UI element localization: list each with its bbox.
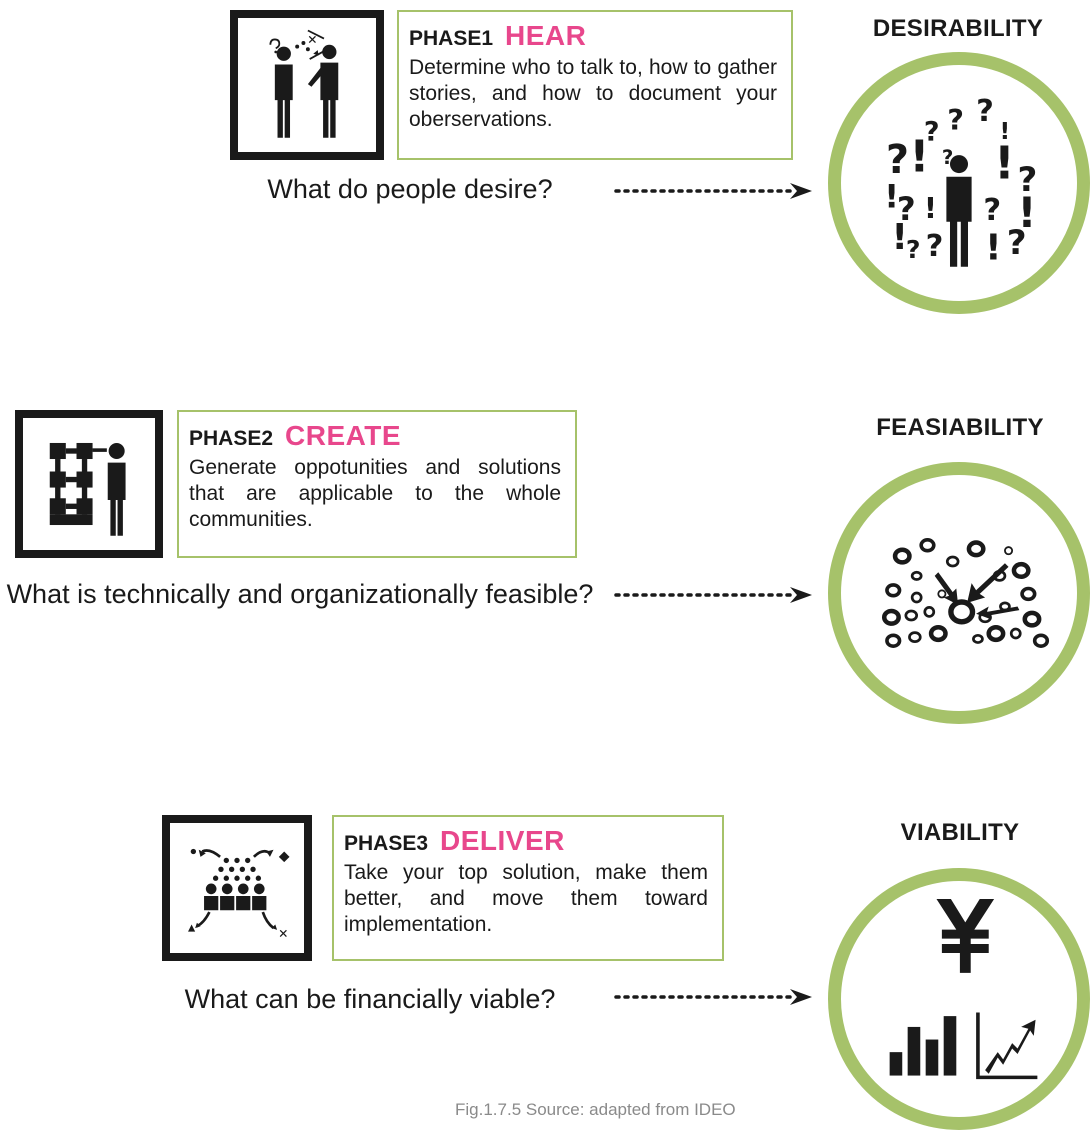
phase2-question: What is technically and organizationally… — [6, 579, 594, 609]
phase2-name: CREATE — [285, 420, 402, 451]
svg-text:!: ! — [884, 177, 899, 215]
svg-text:!: ! — [1018, 189, 1037, 237]
phase3-circle — [828, 868, 1090, 1130]
svg-text:!: ! — [924, 191, 937, 225]
phase2-description: Generate oppotunities and solutions that… — [189, 456, 561, 531]
svg-text:!: ! — [891, 217, 907, 258]
phase1-circle: ? ! ? ? ? ! ? ! ? ! ? ! ? ! ! ? ? ! ? — [828, 52, 1090, 314]
svg-text:?: ? — [947, 103, 964, 137]
phase3-description: Take your top solution, make them better… — [344, 861, 708, 936]
phase1-question: What do people desire? — [267, 174, 553, 204]
phase1-description-box: PHASE1 HEAR Determine who to talk to, how… — [397, 10, 793, 160]
phase2-circle — [828, 462, 1090, 724]
phase1-name: HEAR — [505, 20, 587, 51]
phase3-dotted-arrow — [614, 989, 812, 1005]
phase1-dotted-arrow — [614, 183, 812, 199]
svg-text:!: ! — [909, 132, 929, 182]
phase3-description-box: PHASE3 DELIVER Take your top solution, ma… — [332, 815, 724, 961]
person-with-questions-icon: ? ! ? ? ? ! ? ! ? ! ? ! ? ! ! ? ? ! ? — [884, 94, 1038, 269]
two-people-talking-icon — [269, 29, 339, 138]
person-with-framework-icon — [49, 442, 126, 536]
svg-text:?: ? — [942, 146, 953, 169]
phase2-description-box: PHASE2 CREATE Generate oppotunities and s… — [177, 410, 577, 558]
svg-text:?: ? — [886, 137, 909, 183]
phase1-criterion: DESIRABILITY — [872, 15, 1044, 42]
phase2-icon-box — [15, 410, 163, 558]
svg-text:?: ? — [926, 229, 944, 264]
phase3-criterion: VIABILITY — [900, 819, 1020, 846]
phase3-heading: PHASE3 DELIVER — [344, 827, 708, 858]
svg-text:?: ? — [897, 190, 916, 228]
phase3-question: What can be financially viable? — [184, 984, 556, 1014]
svg-text:?: ? — [1007, 223, 1027, 263]
svg-text:?: ? — [983, 193, 1001, 228]
phase2-dotted-arrow — [614, 587, 812, 603]
figure-caption: Fig.1.7.5 Source: adapted from IDEO — [455, 1100, 736, 1119]
phase1-description: Determine who to talk to, how to gather … — [409, 56, 777, 131]
phase3-label: PHASE3 — [344, 832, 429, 855]
converging-circles-icon — [881, 538, 1050, 648]
phase1-label: PHASE1 — [409, 27, 494, 50]
svg-text:?: ? — [1018, 160, 1038, 200]
phase2-label: PHASE2 — [189, 427, 274, 450]
phase1-heading: PHASE1 HEAR — [409, 22, 777, 53]
phase2-criterion: FEASIABILITY — [876, 414, 1044, 441]
svg-text:?: ? — [976, 94, 994, 129]
svg-text:!: ! — [1000, 117, 1011, 145]
svg-text:!: ! — [994, 136, 1015, 189]
group-spreading-ideas-icon — [188, 848, 290, 937]
yen-bar-chart-growth-icon — [889, 899, 1038, 1080]
svg-text:!: ! — [985, 228, 1001, 269]
phase3-name: DELIVER — [440, 825, 565, 856]
phase2-heading: PHASE2 CREATE — [189, 422, 561, 453]
svg-text:?: ? — [924, 117, 940, 148]
phase3-icon-box — [162, 815, 312, 961]
svg-text:?: ? — [906, 235, 921, 264]
phase1-icon-box — [230, 10, 384, 160]
